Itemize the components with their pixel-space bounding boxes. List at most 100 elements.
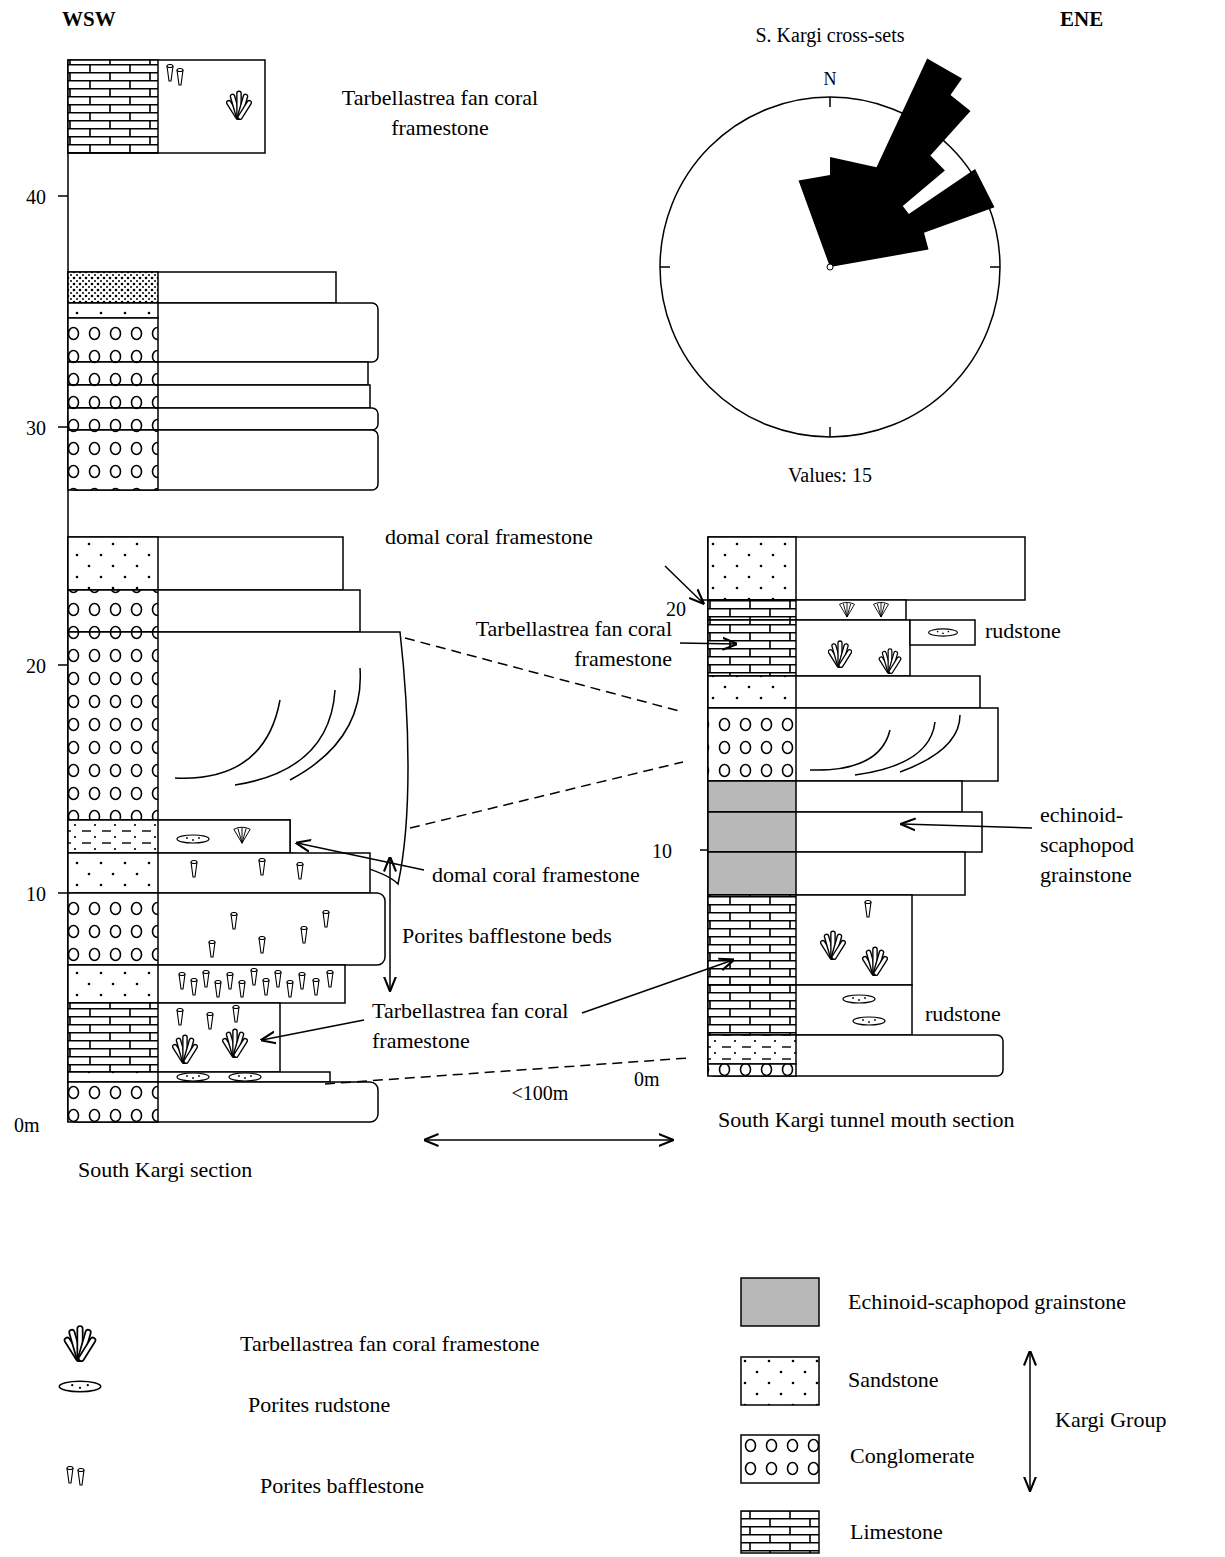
tunnel-mouth-column <box>708 537 1025 600</box>
legend-symbol <box>64 1462 88 1486</box>
south-kargi-column <box>68 408 378 430</box>
rose-diagram <box>799 59 995 268</box>
south-kargi-column <box>68 318 158 362</box>
legend-text: Conglomerate <box>850 1442 975 1471</box>
tunnel-mouth-column <box>708 781 796 812</box>
coral-symbols <box>222 1029 248 1058</box>
leader-arrow <box>665 566 703 603</box>
legend-swatch <box>740 1356 820 1406</box>
axis-number: 0m <box>634 1066 660 1092</box>
tunnel-mouth-column <box>708 537 1025 1076</box>
coral-symbols <box>229 1073 261 1081</box>
legend-swatch <box>740 1434 820 1484</box>
tunnel-mouth-column <box>810 715 960 775</box>
south-kargi-column <box>68 272 158 303</box>
coral-symbols <box>191 861 197 878</box>
tunnel-mouth-column <box>820 931 846 960</box>
rose-diagram <box>660 97 1000 437</box>
south-kargi-column <box>68 1003 280 1072</box>
tunnel-mouth-column <box>708 676 796 708</box>
coral-symbols <box>207 1013 213 1030</box>
south-kargi-column <box>68 408 158 430</box>
tunnel-mouth-column <box>865 901 871 918</box>
section-title: South Kargi section <box>78 1156 252 1185</box>
section-title: South Kargi tunnel mouth section <box>718 1106 1015 1135</box>
south-kargi-column <box>68 1003 158 1072</box>
tunnel-mouth-column <box>708 600 796 620</box>
south-kargi-column <box>68 430 378 490</box>
leader-arrow <box>262 1020 364 1040</box>
leader-arrow <box>389 858 391 990</box>
south-kargi-column <box>68 60 265 153</box>
rose-diagram <box>660 59 1000 438</box>
south-kargi-column <box>68 632 158 820</box>
legend-text: Tarbellastrea fan coral framestone <box>240 1330 540 1359</box>
legend-swatch <box>741 1511 819 1553</box>
south-kargi-column <box>68 60 158 153</box>
legend-symbol <box>64 1326 97 1362</box>
south-kargi-column <box>68 893 385 965</box>
coral-symbols <box>287 981 293 998</box>
tunnel-mouth-column <box>708 708 796 781</box>
coral-symbols <box>177 69 183 86</box>
legend-text: Sandstone <box>848 1366 938 1395</box>
coral-symbols <box>239 981 245 998</box>
leader-arrow <box>680 643 736 644</box>
tunnel-mouth-column <box>708 812 796 852</box>
axis-number: 0m <box>14 1112 40 1138</box>
south-kargi-column <box>175 668 360 785</box>
south-kargi-column <box>68 820 290 853</box>
legend-symbol <box>67 1467 73 1484</box>
coral-symbols <box>275 971 281 988</box>
south-kargi-column <box>68 60 408 1122</box>
south-kargi-column <box>68 853 370 893</box>
coral-symbols <box>167 65 173 82</box>
tunnel-mouth-column <box>879 649 902 674</box>
tunnel-mouth-column <box>708 708 998 781</box>
orientation-label: WSW <box>62 6 116 33</box>
legend-swatch <box>741 1278 819 1326</box>
orientation-label: ENE <box>1060 6 1103 33</box>
south-kargi-column <box>68 820 158 853</box>
coral-symbols <box>231 913 237 930</box>
tunnel-mouth-column <box>708 1035 796 1064</box>
coral-symbols <box>177 835 209 843</box>
leader-arrow <box>1029 1352 1031 1490</box>
tunnel-mouth-column <box>708 985 912 1035</box>
facies-label: Tarbellastrea fan coral framestone <box>372 996 632 1056</box>
section-axis <box>58 60 68 1122</box>
tunnel-mouth-column <box>708 620 910 676</box>
tunnel-mouth-column <box>708 620 796 676</box>
tunnel-mouth-column <box>708 895 912 985</box>
rose-diagram <box>660 97 1000 437</box>
coral-symbols <box>233 1006 239 1023</box>
coral-symbols <box>167 65 333 1082</box>
legend-swatch <box>741 1435 819 1483</box>
coral-symbols <box>179 973 185 990</box>
facies-label: domal coral framestone <box>432 861 640 890</box>
legend-symbol <box>78 1469 84 1486</box>
tunnel-mouth-column <box>862 947 888 976</box>
coral-symbols <box>259 859 265 876</box>
coral-symbols <box>327 971 333 988</box>
facies-label: Tarbellastrea fan coral framestone <box>410 614 672 674</box>
south-kargi-column <box>68 303 158 318</box>
coral-symbols <box>203 971 209 988</box>
facies-label: echinoid-scaphopod grainstone <box>1040 800 1180 890</box>
axis-number: 10 <box>8 881 46 907</box>
tunnel-mouth-column <box>708 895 796 985</box>
south-kargi-column <box>68 1072 330 1082</box>
south-kargi-column <box>68 965 158 1003</box>
coral-symbols <box>215 981 221 998</box>
south-kargi-column <box>68 853 158 893</box>
section-axis <box>700 537 708 1076</box>
south-kargi-column <box>68 537 343 590</box>
tunnel-mouth-column <box>708 537 796 600</box>
tunnel-mouth-column <box>853 1017 885 1025</box>
tunnel-mouth-column <box>828 641 853 668</box>
north-label: N <box>815 68 845 91</box>
axis-number: 10 <box>634 838 672 864</box>
south-kargi-column <box>68 590 158 632</box>
rose-count: Values: 15 <box>730 462 930 488</box>
